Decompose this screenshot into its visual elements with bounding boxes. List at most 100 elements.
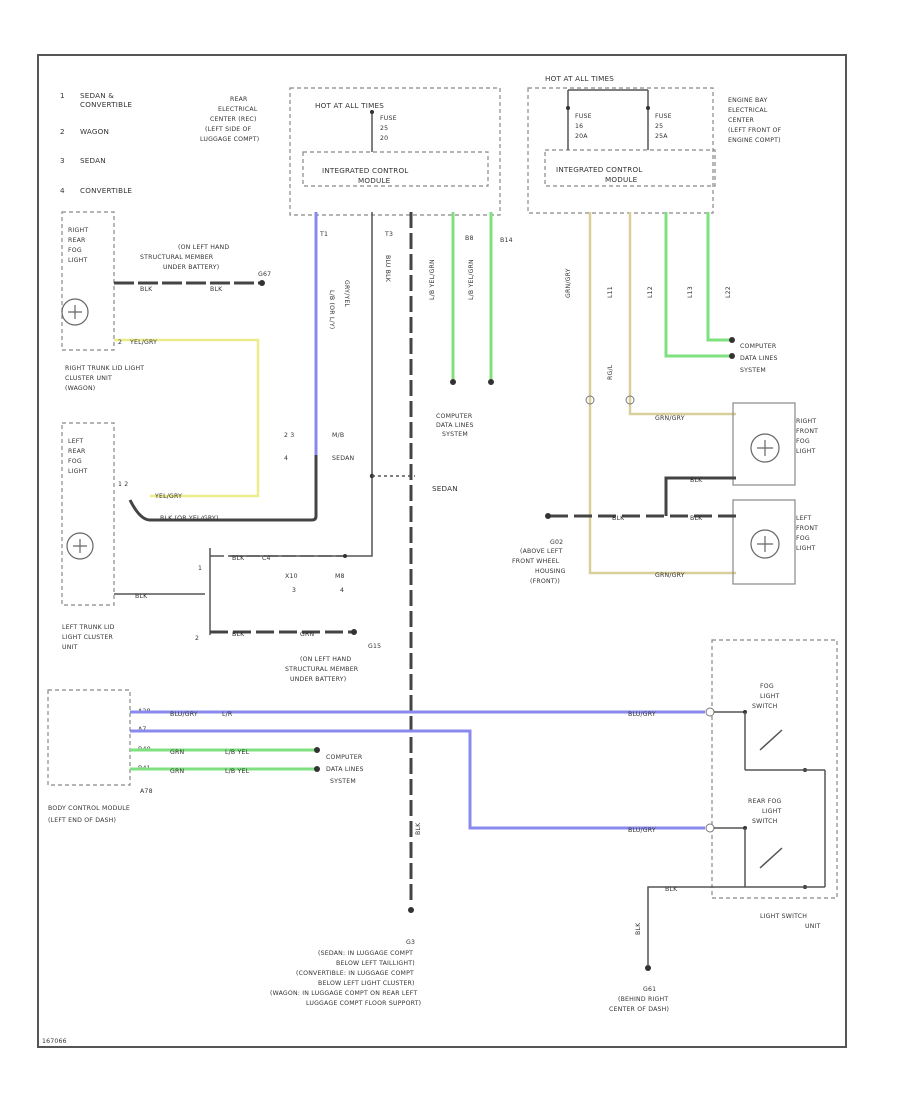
- bcm-cdl-node-1: [314, 747, 320, 753]
- rec-fuse-l2: 25: [380, 125, 388, 132]
- fog-sw-wire: BLU/GRY: [628, 711, 656, 718]
- rec-loc-l5: LUGGAGE COMPT): [200, 136, 259, 143]
- conn-mb: M/B: [332, 432, 344, 439]
- yellow-wire: [114, 338, 260, 498]
- left-front-fog-light: LEFT FRONT FOG LIGHT: [732, 499, 818, 585]
- green-b14-end: [488, 379, 494, 385]
- rec-fuse-l1: FUSE: [380, 115, 397, 122]
- wire-green-l13: [706, 212, 730, 342]
- rf-fog-l1: RIGHT: [796, 418, 816, 425]
- green2-label: L/B YEL/GRN: [468, 259, 475, 300]
- legend: 1 SEDAN & CONVERTIBLE 2 WAGON 3 SEDAN 4 …: [60, 91, 132, 195]
- eb-fuse1-l1: FUSE: [575, 113, 592, 120]
- rw-f33-label: GRN/GRY: [565, 268, 572, 298]
- center-cdl-l3: SYSTEM: [442, 431, 468, 438]
- lr-fog-l3: FOG: [68, 458, 82, 465]
- rw-l12-label: L12: [647, 286, 654, 298]
- lr-fog-l4: LIGHT: [68, 468, 88, 475]
- ls-name-l1: LIGHT SWITCH: [760, 913, 807, 920]
- legend-text-1-l2: CONVERTIBLE: [80, 100, 132, 109]
- right-front-fog-light: RIGHT FRONT FOG LIGHT: [732, 402, 818, 486]
- g3-l2: BELOW LEFT TAILLIGHT): [336, 960, 415, 967]
- eb-loc-l2: ELECTRICAL: [728, 107, 768, 114]
- switch-gnd-lbl: BLK: [665, 886, 678, 893]
- g02-node: [545, 513, 551, 519]
- rec-module: HOT AT ALL TIMES FUSE 25 20 REAR ELECTRI…: [200, 87, 513, 244]
- right-cdl-l2: DATA LINES: [740, 355, 778, 362]
- rr-gnd-l3: UNDER BATTERY): [163, 264, 219, 271]
- rr-fog-box: [61, 211, 115, 351]
- rec-hot-label: HOT AT ALL TIMES: [315, 101, 384, 110]
- rec-loc-l1: REAR: [230, 96, 248, 103]
- eb-loc-l5: ENGINE COMPT): [728, 137, 781, 144]
- rr-pin-2: 2: [118, 339, 122, 346]
- lf-fog-l4: LIGHT: [796, 545, 816, 552]
- lr-blk-label: BLK (OR YEL/GRY): [160, 515, 219, 522]
- mid-sel1: 1: [198, 565, 202, 572]
- rear-sw-l3: SWITCH: [752, 818, 778, 825]
- g3-l1: (SEDAN: IN LUGGAGE COMPT: [318, 950, 413, 957]
- wire-green-l12: [664, 212, 730, 358]
- light-switch-unit: FOG LIGHT SWITCH REAR FOG LIGHT SWITCH L…: [711, 639, 838, 930]
- rec-loc-l3: CENTER (REC): [210, 116, 257, 123]
- rec-module-box: [289, 87, 501, 216]
- g61-label: G61: [643, 986, 656, 993]
- rr-unit-l2: CLUSTER UNIT: [65, 375, 112, 382]
- bcm-id-2: L/B YEL: [225, 768, 250, 775]
- rr-fog-l4: LIGHT: [68, 257, 88, 264]
- fog-switch-connector: [705, 707, 715, 717]
- lf-fog-l2: FRONT: [796, 525, 818, 532]
- eb-icm-name: INTEGRATED CONTROL MODULE: [556, 165, 645, 184]
- rec-fuse-l3: 20: [380, 135, 388, 142]
- blue-wire-label-2: GRY/YEL: [343, 280, 350, 307]
- rr-fog-l1: RIGHT: [68, 227, 88, 234]
- rr-unit-l3: (WAGON): [65, 385, 95, 392]
- wire-blk-t1-lower: [128, 455, 318, 522]
- rw-l22-label: L22: [725, 286, 732, 298]
- right-cdl-l3: SYSTEM: [740, 367, 766, 374]
- switch-ground-wire: [647, 886, 745, 965]
- lr-fog-l1: LEFT: [68, 438, 83, 445]
- legend-num-3: 3: [60, 156, 65, 165]
- wire-tan-f33: [588, 212, 736, 575]
- rec-pin-4: B14: [500, 237, 513, 244]
- lf-fog-bulb-icon: [750, 529, 780, 559]
- g3-node: [408, 907, 414, 913]
- lr-gnd-label: BLK: [135, 593, 148, 600]
- bcm-id-1: L/B YEL: [225, 749, 250, 756]
- rr-gnd-l2: STRUCTURAL MEMBER: [140, 254, 214, 261]
- eb-loc-l1: ENGINE BAY: [728, 97, 767, 104]
- lf-fog-l3: FOG: [796, 535, 810, 542]
- rr-gnd-l1: (ON LEFT HAND: [178, 244, 229, 251]
- bcm-cdl-l3: SYSTEM: [330, 778, 356, 785]
- g02-wire-label: BLK: [612, 515, 625, 522]
- center-cdl-l1: COMPUTER: [436, 413, 473, 420]
- eb-icm-name-l1: INTEGRATED CONTROL: [556, 165, 643, 174]
- g3-wire-label: BLK: [415, 822, 422, 835]
- bcm-name-l1: BODY CONTROL MODULE: [48, 805, 130, 812]
- rw-l11-label: L11: [607, 286, 614, 298]
- rr-yel-label: YEL/GRY: [129, 339, 157, 346]
- fog-sw-l3: SWITCH: [752, 703, 778, 710]
- bcm-conn: A78: [140, 788, 153, 795]
- center-cdl-l2: DATA LINES: [436, 422, 474, 429]
- lr-fog-l2: REAR: [68, 448, 86, 455]
- eb-fuse2-l3: 25A: [655, 133, 668, 140]
- rec-pin-3: B8: [465, 235, 474, 242]
- diagram-frame: [37, 54, 847, 1048]
- conn-pins-b: 4: [284, 455, 288, 462]
- lr-unit-l1: LEFT TRUNK LID: [62, 624, 115, 631]
- wire-tan-l11: [628, 212, 736, 416]
- bcm-cdl-l2: DATA LINES: [326, 766, 364, 773]
- bcm-wire-a: BLU/GRY: [170, 711, 198, 718]
- rf-fog-l3: FOG: [796, 438, 810, 445]
- rec-fuse-node: [370, 110, 374, 114]
- eb-fuse1-node: [566, 106, 570, 110]
- g67-node: [259, 280, 265, 286]
- switch-gnd-lbl2: BLK: [635, 922, 642, 935]
- bcm-cdl-node-2: [314, 766, 320, 772]
- rr-gnd-wire-lbl2: BLK: [210, 286, 223, 293]
- rec-icm-name: INTEGRATED CONTROL MODULE: [322, 166, 411, 185]
- eb-fuse2-node: [646, 106, 650, 110]
- g61-node: [645, 965, 651, 971]
